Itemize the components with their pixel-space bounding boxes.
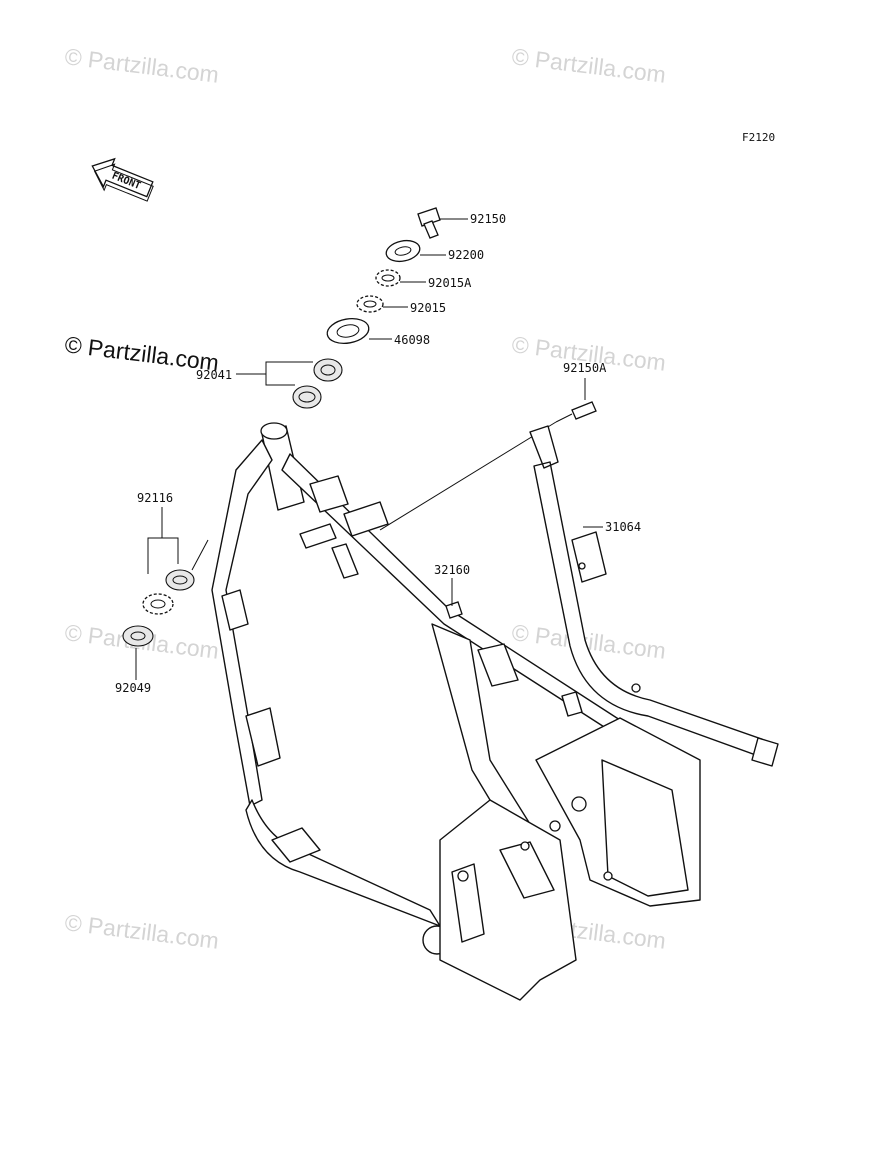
lower-bearing-parts: 92116 92049 — [115, 491, 209, 695]
callout-92150: 92150 — [470, 212, 506, 226]
watermark: © Partzilla.com — [63, 43, 220, 88]
bolt-92150 — [417, 207, 441, 239]
rear-rail-group: 92150A 31064 — [379, 361, 779, 767]
steering-stem-parts: 92150 92200 92015A 92015 46098 92041 — [196, 207, 506, 409]
main-frame-32160: 32160 — [211, 422, 701, 1001]
callout-46098: 46098 — [394, 333, 430, 347]
callout-92041: 92041 — [196, 368, 232, 382]
watermark: © Partzilla.com — [510, 43, 667, 88]
callout-92116: 92116 — [137, 491, 173, 505]
callout-92015: 92015 — [410, 301, 446, 315]
callout-92049: 92049 — [115, 681, 151, 695]
callout-92200: 92200 — [448, 248, 484, 262]
figure-code: F2120 — [742, 131, 775, 144]
callout-31064: 31064 — [605, 520, 641, 534]
callout-32160: 32160 — [434, 563, 470, 577]
callout-92015A: 92015A — [428, 276, 472, 290]
front-arrow-icon: FRONT — [91, 157, 154, 202]
watermark-overlay: © Partzilla.com — [63, 331, 220, 376]
callout-92150A: 92150A — [563, 361, 607, 375]
watermark: © Partzilla.com — [63, 909, 220, 954]
